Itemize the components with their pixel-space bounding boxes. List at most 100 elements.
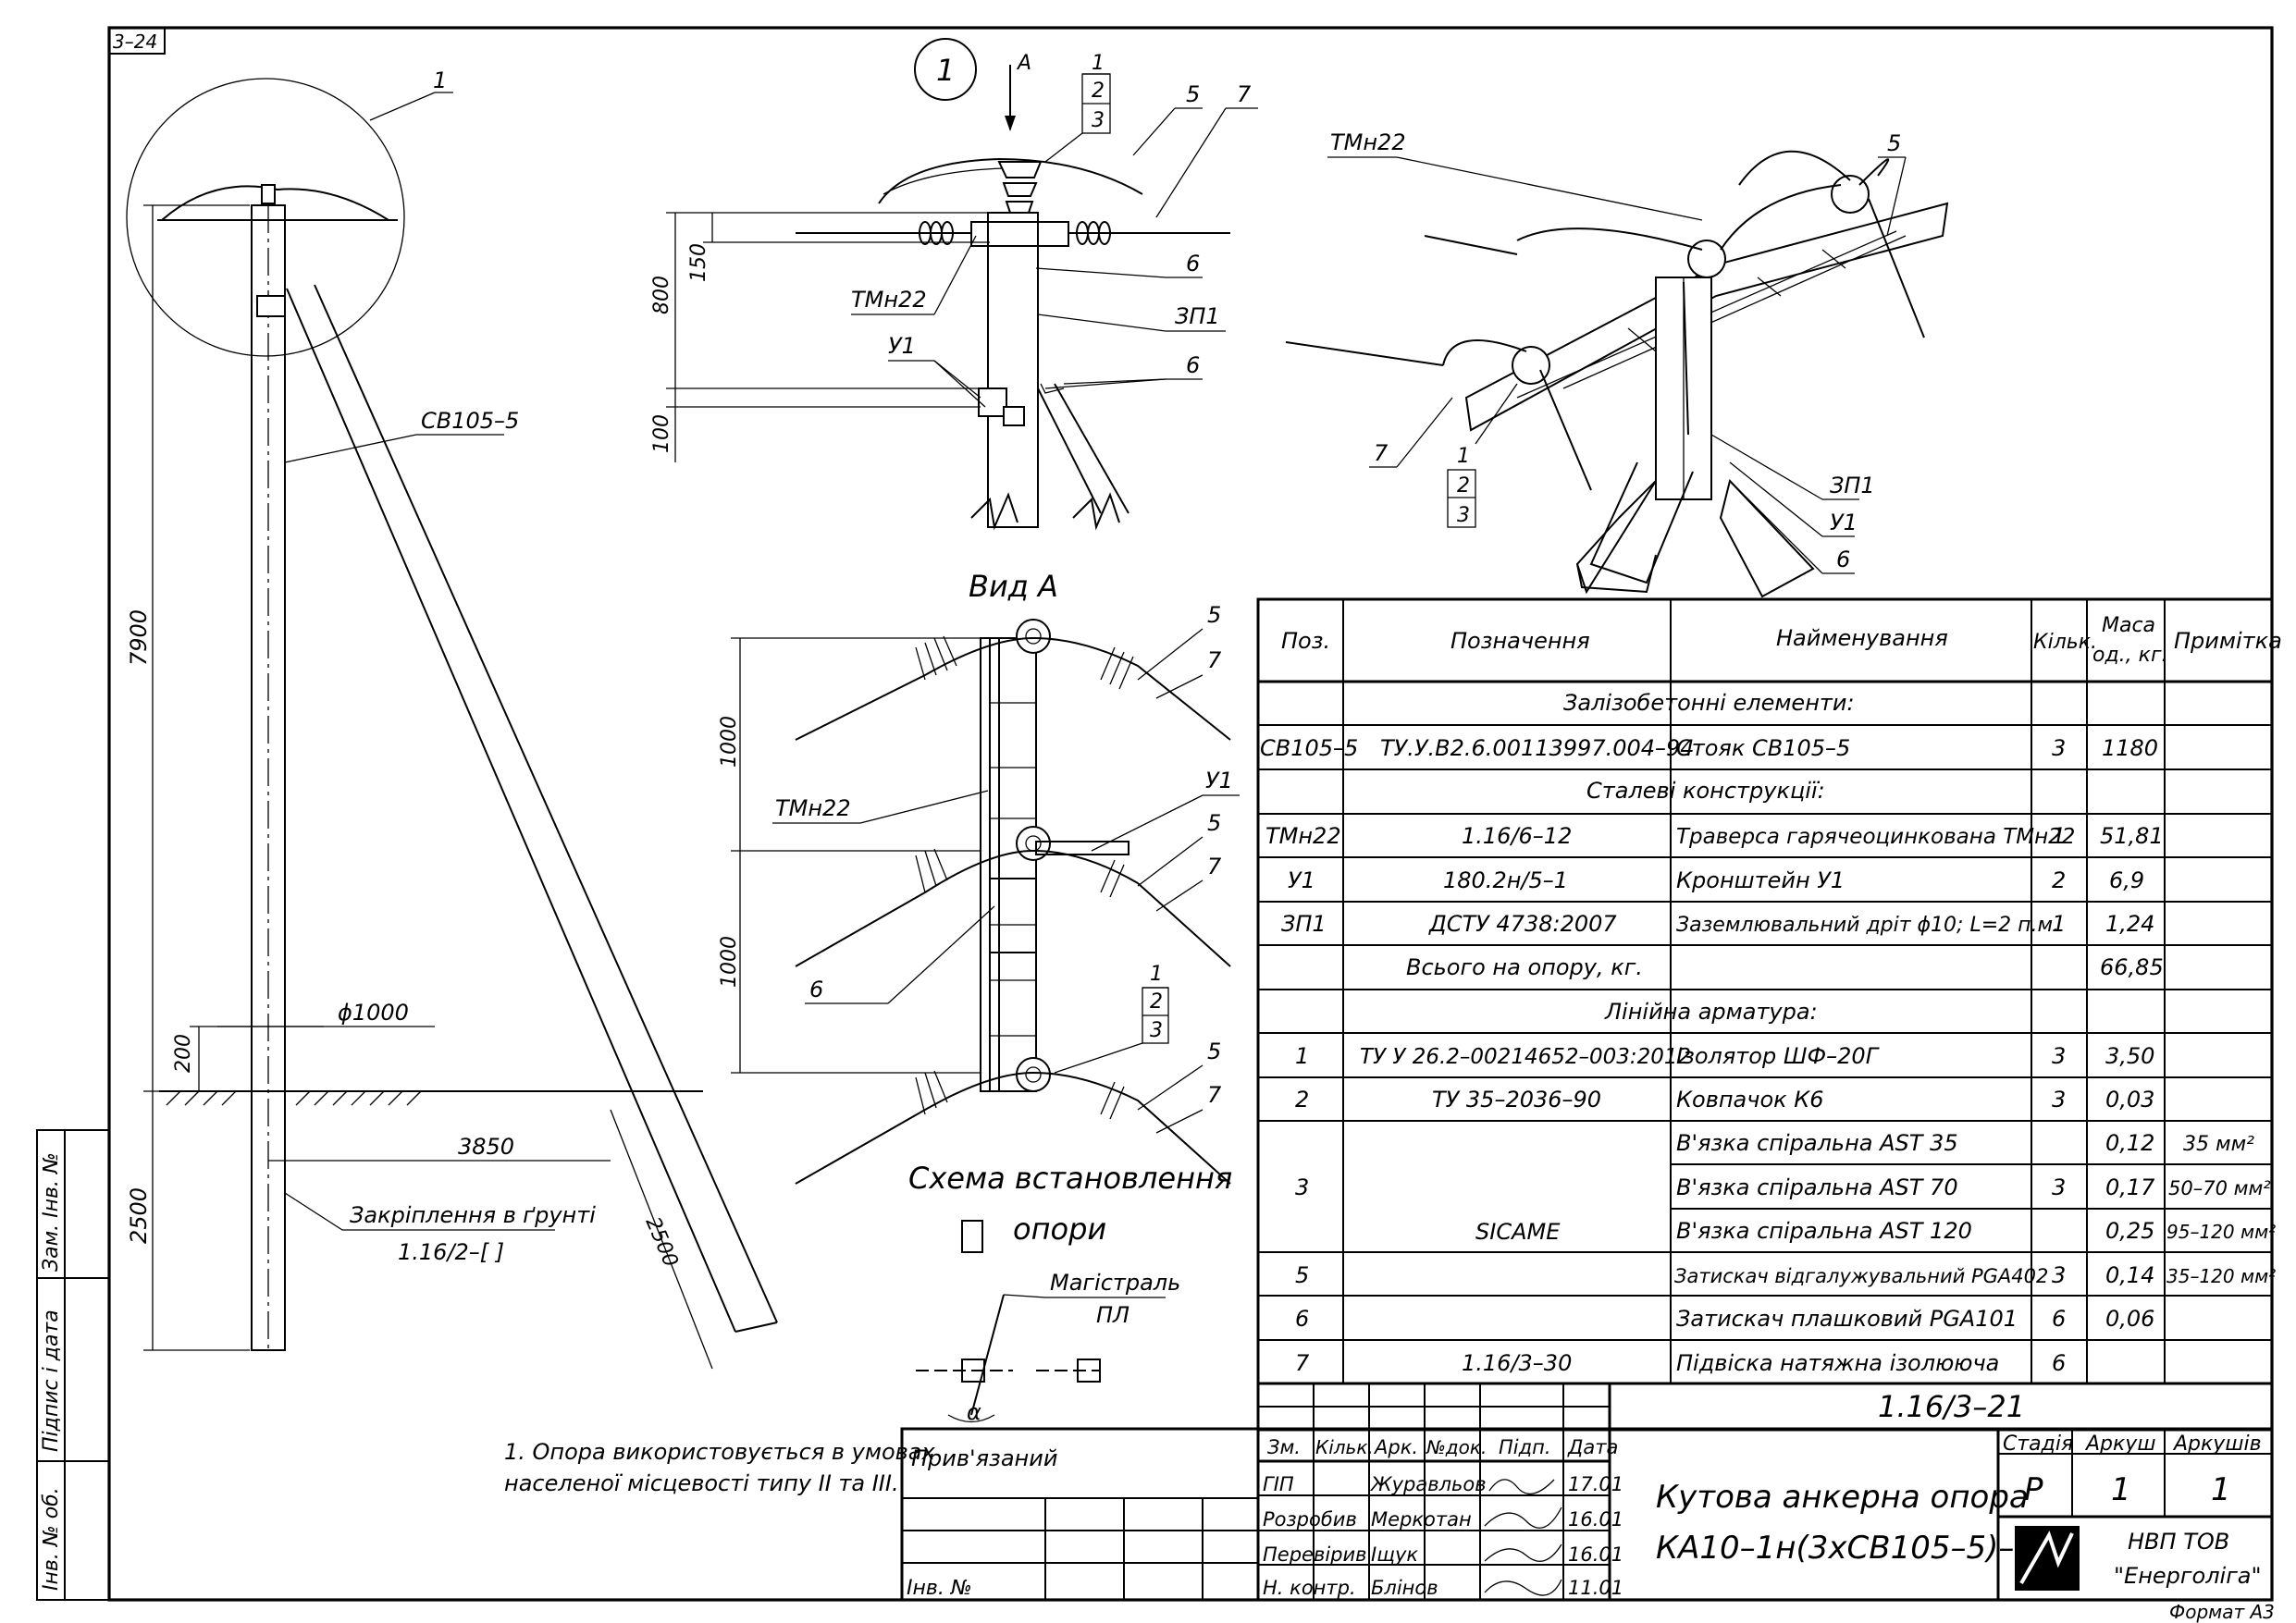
detail-p7: 7 bbox=[1237, 81, 1252, 107]
main-dim-2500: 2500 bbox=[126, 1187, 152, 1244]
view-a-p7a: 7 bbox=[1207, 647, 1222, 673]
r3c-note: 95–120 мм² bbox=[2166, 1221, 2276, 1243]
tb-h-ark: Арк. bbox=[1373, 1436, 1418, 1458]
main-callout: 1 bbox=[433, 68, 447, 93]
iso-p2: 2 bbox=[1457, 474, 1470, 498]
detail-p6a: 6 bbox=[1186, 251, 1200, 277]
format-label: Формат А3 bbox=[2169, 1601, 2275, 1623]
iso-tmn: ТМн22 bbox=[1330, 129, 1406, 155]
detail-p1: 1 bbox=[1092, 52, 1105, 75]
tb-h-kilk: Кільк. bbox=[1315, 1436, 1374, 1458]
r3c-mass: 0,25 bbox=[2105, 1218, 2154, 1244]
rc-pos: СВ105–5 bbox=[1260, 735, 1358, 761]
org-l1: НВП ТОВ bbox=[2128, 1529, 2229, 1555]
main-pole-label: СВ105–5 bbox=[421, 408, 519, 434]
main-view: 1 СВ105–5 7900 2500 200 ϕ1000 bbox=[126, 68, 778, 1370]
detail-view: 1 А 1 2 3 5 7 bbox=[650, 38, 1258, 531]
view-a-p5c: 5 bbox=[1207, 1039, 1221, 1064]
st1-qty: 1 bbox=[2052, 823, 2066, 849]
schema-mag: Магістраль bbox=[1050, 1270, 1180, 1296]
main-dim-200: 200 bbox=[172, 1034, 195, 1073]
st2-pos: У1 bbox=[1288, 867, 1315, 893]
detail-d100: 100 bbox=[650, 414, 673, 453]
note-line1: 1. Опора використовується в умовах bbox=[504, 1439, 936, 1465]
tb-role-0: ГІП bbox=[1263, 1473, 1294, 1495]
r3a-note: 35 мм² bbox=[2183, 1133, 2254, 1156]
install-scheme: Схема встановлення опори Магістраль ПЛ α bbox=[908, 1161, 1232, 1425]
view-a-p3: 3 bbox=[1150, 1019, 1163, 1042]
tb-title-1: Кутова анкерна опора bbox=[1656, 1479, 2029, 1516]
main-fixing-code: 1.16/2–[ ] bbox=[398, 1239, 504, 1265]
schema-title-1: Схема встановлення bbox=[908, 1161, 1232, 1196]
total-mass: 66,85 bbox=[2100, 954, 2164, 980]
view-a-p6: 6 bbox=[809, 977, 823, 1002]
st3-mass: 1,24 bbox=[2105, 911, 2154, 937]
iso-zp: ЗП1 bbox=[1830, 473, 1875, 498]
view-a-u1: У1 bbox=[1205, 768, 1233, 793]
th-mass-l1: Маса bbox=[2102, 614, 2155, 637]
th-pos: Поз. bbox=[1281, 628, 1330, 654]
iso-p3: 3 bbox=[1457, 504, 1470, 527]
rc-mass: 1180 bbox=[2102, 735, 2158, 761]
main-fixing-label: Закріплення в ґрунті bbox=[350, 1202, 596, 1228]
st2-code: 180.2н/5–1 bbox=[1443, 867, 1568, 893]
rc-qty: 3 bbox=[2052, 735, 2066, 761]
r3-code: SICAME bbox=[1475, 1219, 1561, 1245]
st3-pos: ЗП1 bbox=[1281, 911, 1327, 937]
view-a-p5b: 5 bbox=[1207, 810, 1221, 836]
side-stamp: Зам. Інв. № Підпис і дата Інв. № об. bbox=[36, 1129, 110, 1601]
detail-d150: 150 bbox=[687, 243, 710, 282]
view-a-p5a: 5 bbox=[1207, 602, 1221, 628]
st2-name: Кронштейн У1 bbox=[1676, 867, 1845, 893]
r5-note: 35–120 мм² bbox=[2166, 1265, 2276, 1287]
r6-mass: 0,06 bbox=[2105, 1306, 2154, 1332]
th-qty: Кільк. bbox=[2033, 631, 2097, 654]
r5-pos: 5 bbox=[1295, 1262, 1309, 1288]
st3-code: ДСТУ 4738:2007 bbox=[1428, 911, 1617, 937]
detail-p5: 5 bbox=[1186, 81, 1200, 107]
r7-name: Підвіска натяжна ізолююча bbox=[1676, 1350, 1999, 1376]
r3b-name: В'язка спіральна AST 70 bbox=[1676, 1174, 1958, 1200]
r1-name: Ізолятор ШФ–20Г bbox=[1676, 1043, 1880, 1069]
tb-stadia-h: Стадія bbox=[2003, 1432, 2073, 1456]
tb-title-2: КА10–1н(3хСВ105–5)–4 bbox=[1656, 1530, 2034, 1567]
r5-mass: 0,14 bbox=[2105, 1262, 2154, 1288]
rc-code: ТУ.У.В2.6.00113997.004–94 bbox=[1380, 735, 1695, 761]
view-a-d1000a: 1000 bbox=[718, 716, 741, 768]
detail-p6b: 6 bbox=[1186, 352, 1200, 378]
iso-u1: У1 bbox=[1830, 510, 1858, 535]
inv-no: Інв. № bbox=[907, 1577, 972, 1600]
tb-date-1: 16.01 bbox=[1568, 1508, 1623, 1531]
rc-name: Стояк СВ105–5 bbox=[1676, 735, 1850, 761]
org-l2: "Енерголіга" bbox=[2114, 1563, 2262, 1589]
sec-rc: Залізобетонні елементи: bbox=[1563, 690, 1855, 716]
detail-arrow: А bbox=[1016, 52, 1031, 75]
th-mass-l2: од., кг. bbox=[2092, 644, 2168, 667]
schema-pl: ПЛ bbox=[1096, 1302, 1129, 1328]
iso-p1: 1 bbox=[1457, 445, 1470, 468]
r2-name: Ковпачок К6 bbox=[1676, 1087, 1824, 1113]
r3b-note: 50–70 мм² bbox=[2168, 1177, 2271, 1199]
r1-pos: 1 bbox=[1295, 1043, 1309, 1069]
tb-arkushiv: 1 bbox=[2211, 1471, 2231, 1508]
side-inv-pidl: Інв. № об. bbox=[40, 1487, 63, 1591]
tb-arkush: 1 bbox=[2111, 1471, 2131, 1508]
r1-mass: 3,50 bbox=[2105, 1043, 2154, 1069]
r7-qty: 6 bbox=[2052, 1350, 2066, 1376]
r3a-mass: 0,12 bbox=[2105, 1130, 2154, 1156]
tb-arkushiv-h: Аркушів bbox=[2172, 1432, 2262, 1456]
corner-code: 3–24 bbox=[113, 31, 157, 53]
total-label: Всього на опору, кг. bbox=[1406, 954, 1643, 980]
title-block: 1.16/3–21 Прив'язаний Інв. № Зм. Кільк. … bbox=[900, 1382, 2274, 1602]
r5-name: Затискач відгалужувальний PGA402 bbox=[1674, 1265, 2048, 1287]
view-a-d1000b: 1000 bbox=[718, 936, 741, 988]
tb-date-0: 17.01 bbox=[1568, 1473, 1623, 1495]
st3-name: Заземлювальний дріт ϕ10; L=2 п.м. bbox=[1676, 914, 2059, 937]
main-diameter: ϕ1000 bbox=[338, 1000, 409, 1026]
tb-date-3: 11.01 bbox=[1568, 1577, 1623, 1599]
r7-pos: 7 bbox=[1295, 1350, 1310, 1376]
detail-tmn: ТМн22 bbox=[851, 287, 927, 313]
detail-circle: 1 bbox=[936, 53, 955, 88]
r3-qty: 3 bbox=[2052, 1174, 2066, 1200]
st2-mass: 6,9 bbox=[2109, 867, 2144, 893]
